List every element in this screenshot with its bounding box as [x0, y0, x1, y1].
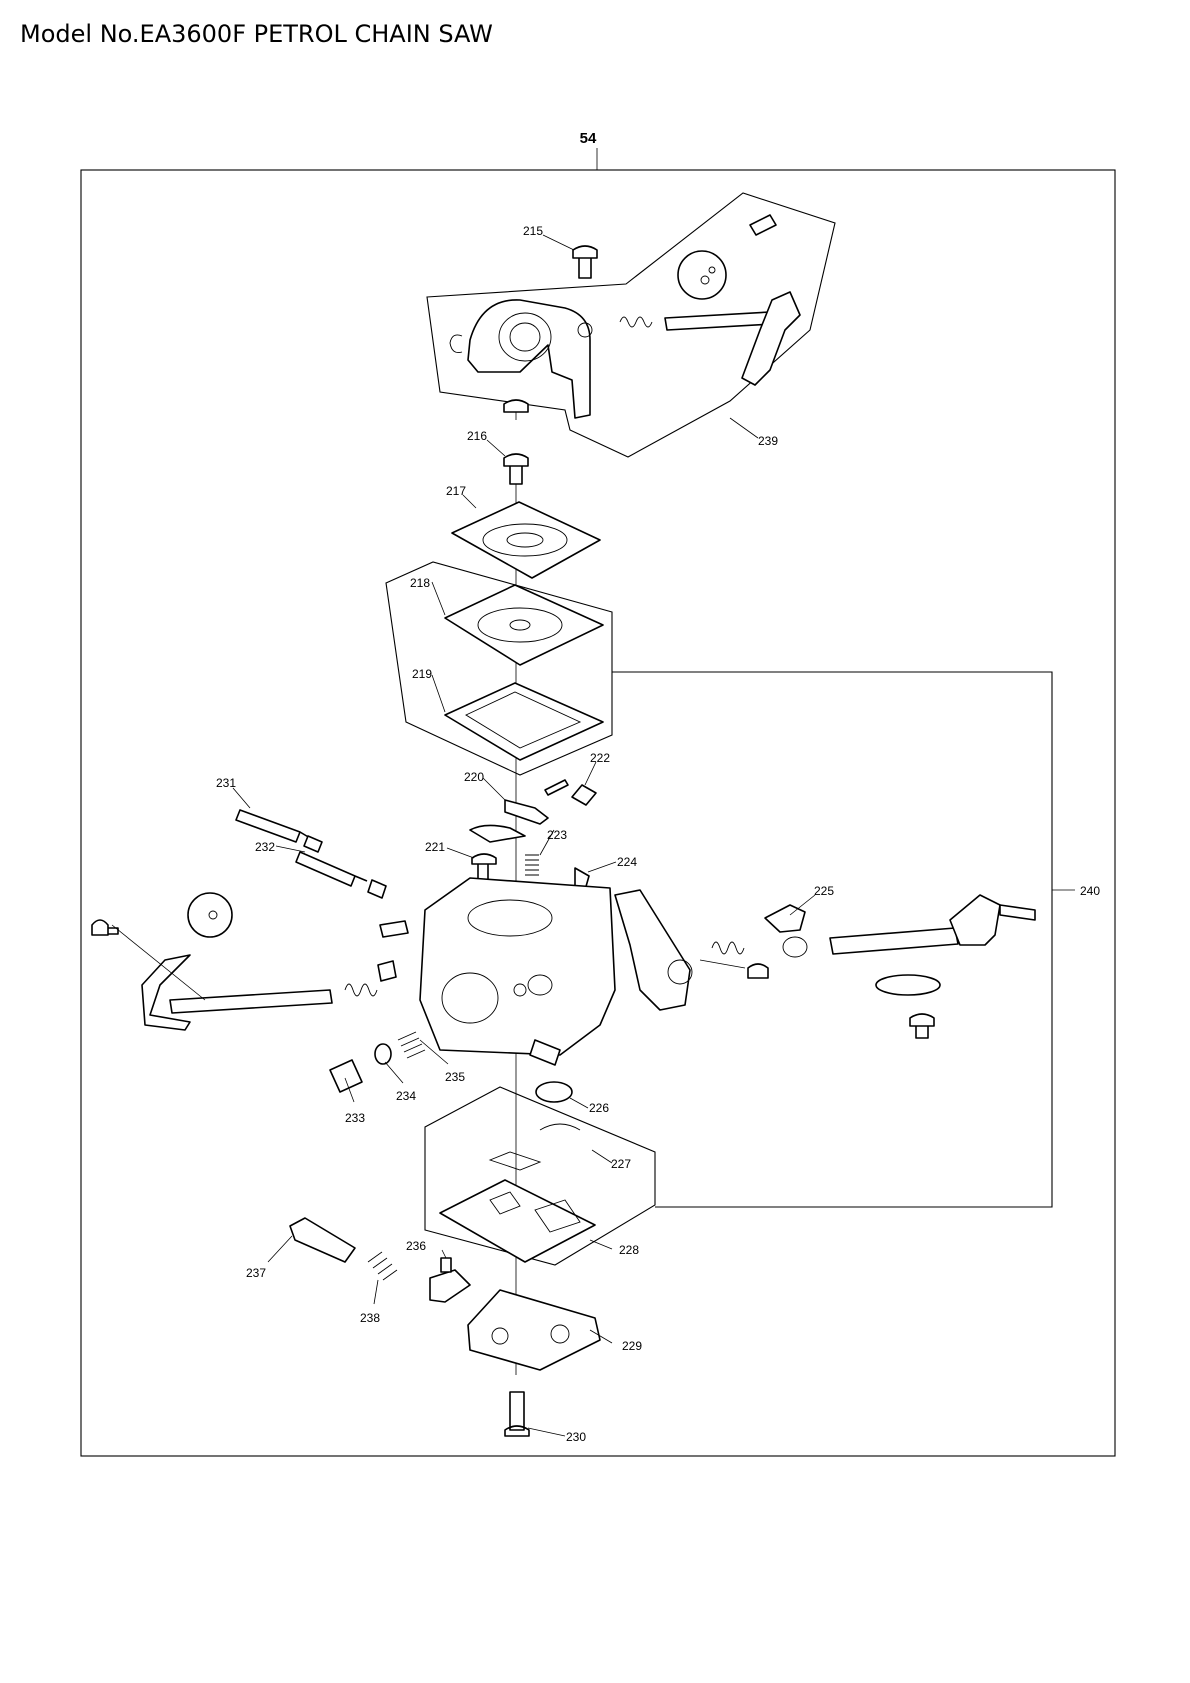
plug-237 — [289, 1217, 356, 1263]
throttle-shaft-top — [664, 311, 773, 331]
choke-plate-left — [187, 892, 233, 938]
callout-223: 223 — [547, 828, 567, 842]
spring-left — [344, 983, 378, 997]
page-title: Model No.EA3600F PETROL CHAIN SAW — [20, 20, 493, 48]
callout-238: 238 — [360, 1311, 380, 1325]
lever-225 — [764, 904, 806, 933]
adjust-needle-231 — [235, 809, 311, 843]
throttle-lever-right — [614, 889, 691, 1011]
spring-right — [711, 941, 745, 955]
group-outline-218-219 — [385, 561, 613, 776]
diaphragm-cover-217 — [451, 501, 601, 579]
gasket-219 — [444, 682, 604, 761]
spring-238 — [367, 1251, 398, 1281]
callout-215: 215 — [523, 224, 543, 238]
assembly-number: 54 — [580, 130, 597, 147]
filter-226 — [535, 1081, 573, 1103]
callout-235: 235 — [445, 1070, 465, 1084]
callout-216: 216 — [467, 429, 487, 443]
callout-227: 227 — [611, 1157, 631, 1171]
throttle-plate-top — [677, 250, 727, 300]
lever-236 — [429, 1269, 471, 1303]
choke-lever-left — [141, 954, 191, 1031]
throttle-plate-right — [875, 974, 941, 996]
throttle-shaft-right — [829, 927, 959, 955]
spring-223 — [525, 854, 539, 876]
callout-225: 225 — [814, 884, 834, 898]
diaphragm-218 — [444, 584, 604, 666]
metering-lever-220 — [504, 799, 549, 825]
callout-234: 234 — [396, 1089, 416, 1103]
callout-217: 217 — [446, 484, 466, 498]
inlet-needle-222 — [571, 784, 597, 806]
callout-222: 222 — [590, 751, 610, 765]
cap-233 — [329, 1059, 363, 1093]
choke-shaft-left — [169, 989, 333, 1014]
screw-top-right — [749, 214, 777, 236]
callout-230: 230 — [566, 1430, 586, 1444]
pin-236 — [440, 1257, 452, 1273]
callout-239: 239 — [758, 434, 778, 448]
spring-239 — [619, 316, 653, 328]
callout-240: 240 — [1080, 884, 1100, 898]
washer-234 — [374, 1043, 392, 1065]
group-outline-227-228 — [424, 1086, 656, 1266]
callout-231: 231 — [216, 776, 236, 790]
callout-236: 236 — [406, 1239, 426, 1253]
diagram-frame — [80, 169, 1116, 1457]
callout-233: 233 — [345, 1111, 365, 1125]
gasket-228 — [439, 1179, 596, 1263]
screw-215 — [572, 245, 598, 279]
callout-226: 226 — [589, 1101, 609, 1115]
carb-top-housing — [467, 299, 591, 419]
callout-224: 224 — [617, 855, 637, 869]
screw-221 — [471, 853, 497, 881]
callout-237: 237 — [246, 1266, 266, 1280]
screw-216 — [503, 453, 529, 485]
pump-cover-229 — [467, 1289, 601, 1371]
carburetor-body — [419, 877, 616, 1056]
callout-221: 221 — [425, 840, 445, 854]
screw-left — [91, 919, 119, 936]
callout-220: 220 — [464, 770, 484, 784]
callout-218: 218 — [410, 576, 430, 590]
screw-230 — [504, 1391, 530, 1437]
callout-229: 229 — [622, 1339, 642, 1353]
gasket-227 — [488, 1123, 581, 1171]
adjust-needle-232 — [295, 851, 368, 887]
spring-235 — [397, 1031, 426, 1059]
callout-228: 228 — [619, 1243, 639, 1257]
screw-right — [747, 963, 769, 979]
throttle-lever-top — [741, 291, 801, 386]
callout-232: 232 — [255, 840, 275, 854]
callout-219: 219 — [412, 667, 432, 681]
